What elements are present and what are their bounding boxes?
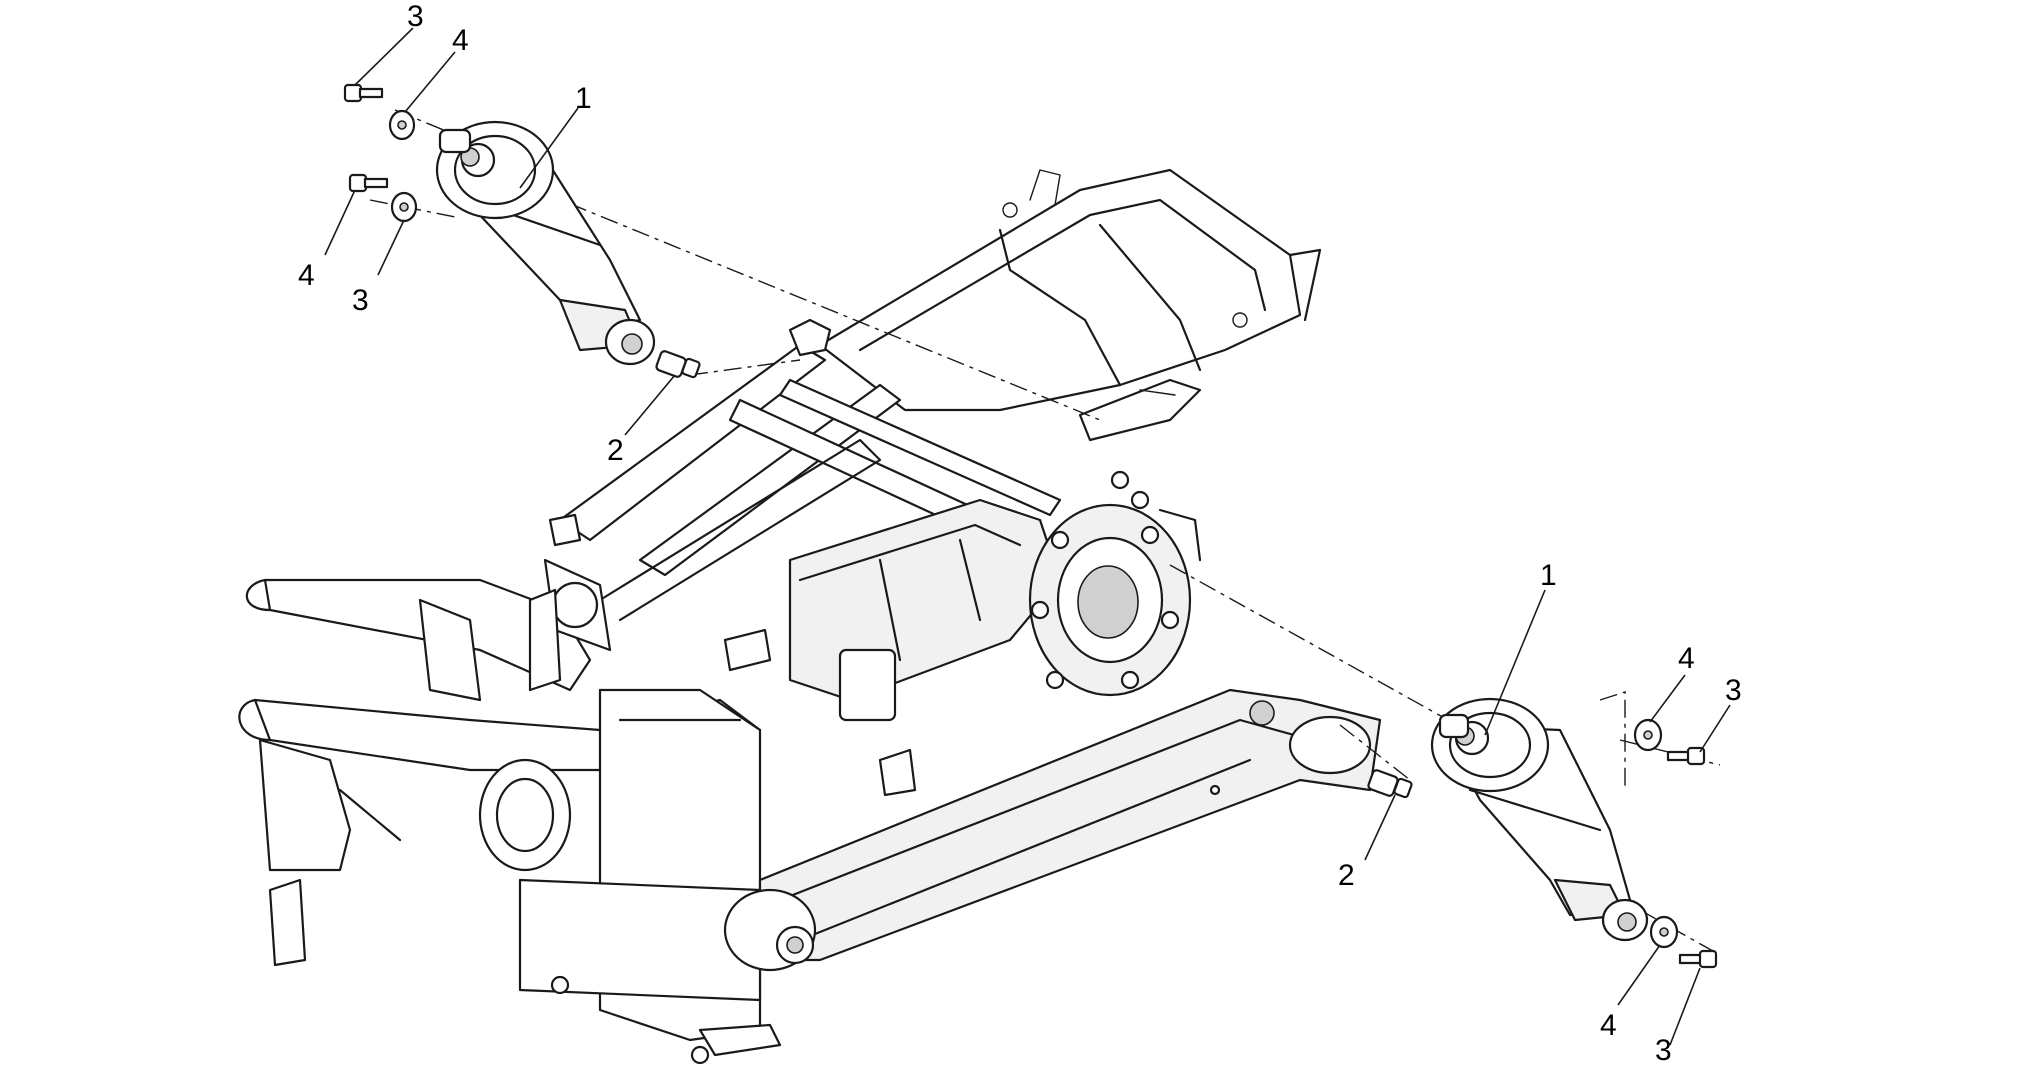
callout-left-pin: 2 <box>607 434 624 467</box>
callout-left-top-washer: 4 <box>452 24 469 57</box>
right-bottom-bolt <box>1678 949 1718 969</box>
callout-right-top-bolt: 3 <box>1725 674 1742 707</box>
callout-right-shock: 1 <box>1540 559 1557 592</box>
callout-labels: 3 4 1 4 3 2 1 4 3 2 4 3 <box>298 0 1742 1067</box>
right-bottom-washer <box>1649 915 1679 949</box>
callout-left-shock: 1 <box>575 82 592 115</box>
callout-right-bottom-washer: 4 <box>1600 1009 1617 1042</box>
callout-left-top-bolt: 3 <box>407 0 424 33</box>
callout-right-pin: 2 <box>1338 859 1355 892</box>
left-top-washer <box>388 109 416 141</box>
right-lower-mount-pin <box>1367 769 1413 799</box>
left-shock-absorber <box>435 120 656 366</box>
callout-left-lower-bolt: 4 <box>298 259 315 292</box>
right-top-washer <box>1633 718 1663 752</box>
callout-right-top-washer: 4 <box>1678 642 1695 675</box>
left-lower-mount-pin <box>655 350 701 379</box>
swingarm <box>723 688 1382 972</box>
callout-leaders <box>324 27 1731 1046</box>
left-top-bolt <box>343 83 384 103</box>
motorcycle-frame <box>238 168 1322 1065</box>
right-top-bolt <box>1666 746 1706 766</box>
right-shock-absorber <box>1430 697 1649 942</box>
left-lower-washer <box>390 191 418 223</box>
callout-right-bottom-bolt: 3 <box>1655 1034 1672 1067</box>
callout-left-lower-washer: 3 <box>352 284 369 317</box>
left-lower-bolt <box>348 173 389 193</box>
